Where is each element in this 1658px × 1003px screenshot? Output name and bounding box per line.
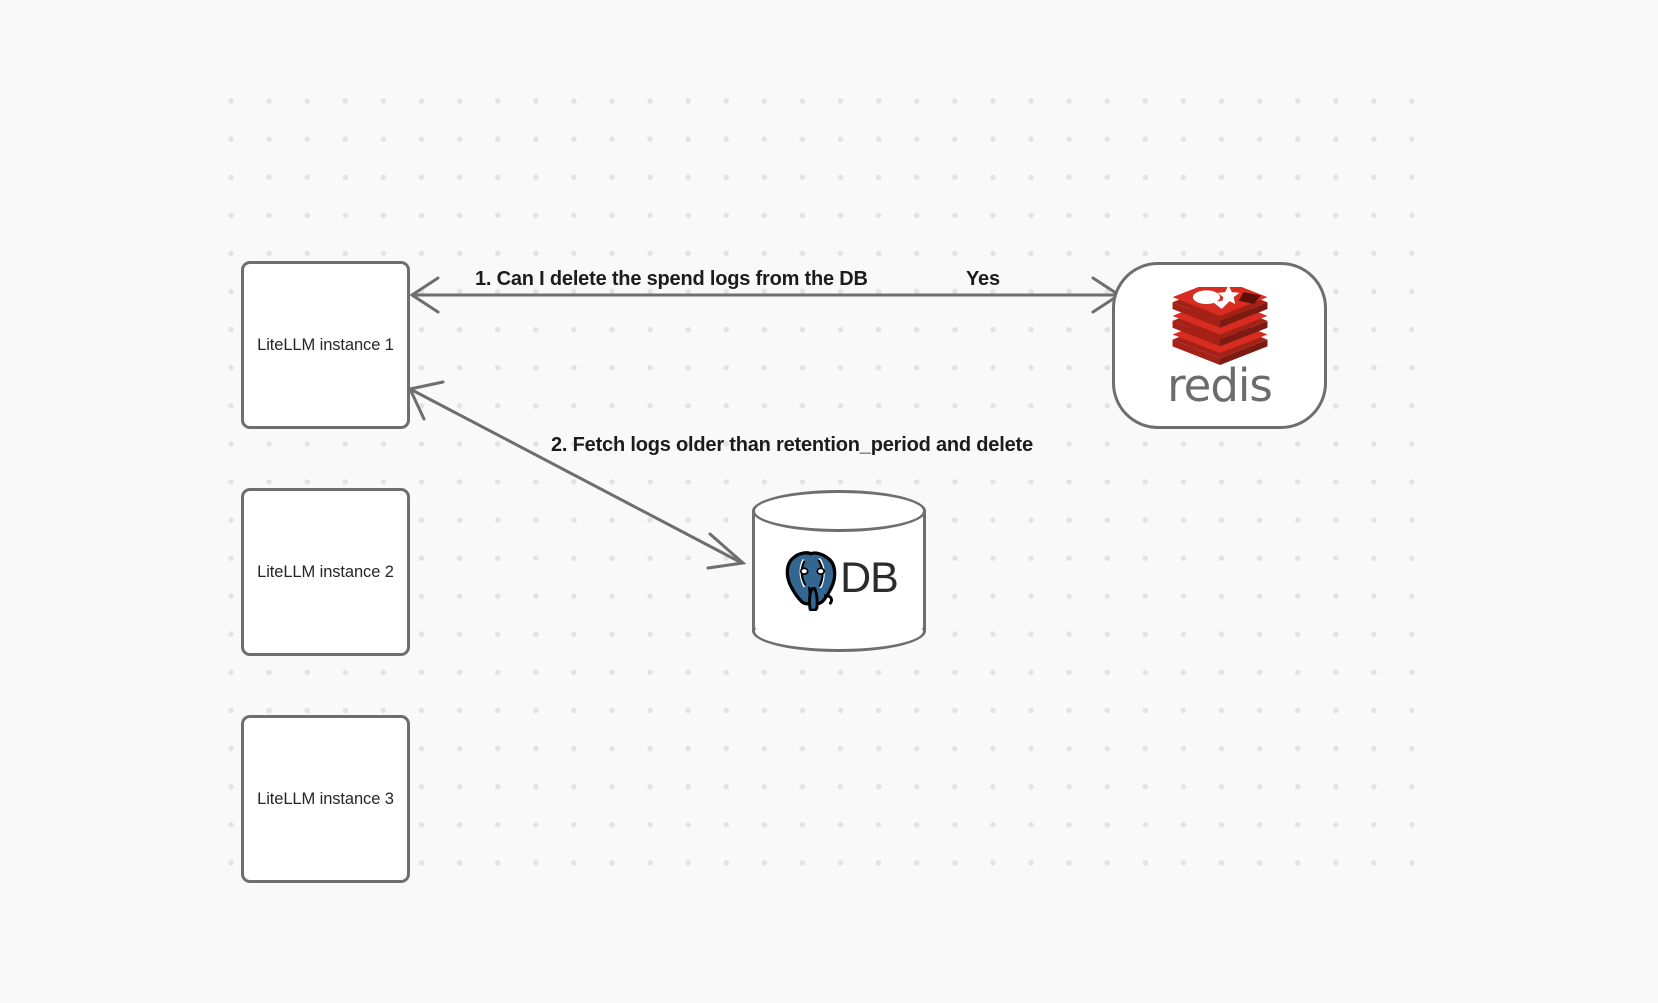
node-label-litellm-instance-2: LiteLLM instance 2 — [257, 562, 394, 581]
edge-label-step-1: 1. Can I delete the spend logs from the … — [475, 268, 868, 290]
node-litellm-instance-1[interactable]: LiteLLM instance 1 — [241, 261, 410, 429]
redis-logo-icon — [1168, 278, 1272, 365]
redis-wordmark: redis — [1167, 359, 1273, 412]
postgresql-elephant-icon — [780, 545, 842, 612]
node-label-litellm-instance-1: LiteLLM instance 1 — [257, 335, 394, 354]
edge-label-step-2: 2. Fetch logs older than retention_perio… — [551, 434, 1033, 456]
cylinder-top-ellipse — [752, 490, 926, 532]
node-litellm-instance-3[interactable]: LiteLLM instance 3 — [241, 715, 410, 883]
edge-label-reply-yes: Yes — [966, 268, 1000, 290]
node-redis[interactable]: redis — [1112, 262, 1327, 429]
db-label: DB — [840, 553, 899, 602]
node-database[interactable]: DB — [752, 490, 926, 652]
node-litellm-instance-2[interactable]: LiteLLM instance 2 — [241, 488, 410, 656]
node-label-litellm-instance-3: LiteLLM instance 3 — [257, 789, 394, 808]
